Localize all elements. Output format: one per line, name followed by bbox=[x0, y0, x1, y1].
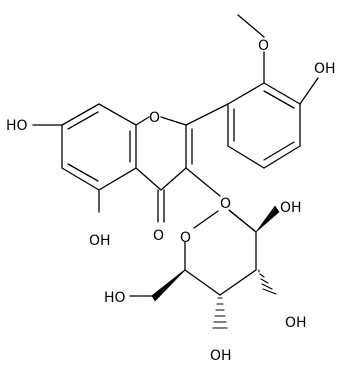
c-ring-bonds bbox=[135, 116, 193, 223]
sugar-ring-bonds bbox=[129, 210, 257, 297]
hydroxy-sugar-c2-label: OH bbox=[280, 200, 302, 216]
hydroxy-c5-label: OH bbox=[89, 233, 111, 249]
hydroxy-sugar-c4-label: OH bbox=[210, 348, 232, 364]
b-ring-bonds bbox=[185, 82, 301, 169]
substituent-bonds bbox=[32, 14, 319, 233]
hydroxy-sugar-c6-label: HO bbox=[104, 290, 126, 306]
ring-oxygen-sugar-label: O bbox=[180, 230, 191, 246]
hydroxy-sugar-c3-label: OH bbox=[285, 315, 307, 331]
glycosidic-oxygen-label: O bbox=[220, 196, 231, 212]
atom-labels: O O HO OH O OH O O OH OH OH HO bbox=[6, 38, 336, 364]
carbonyl-oxygen-label: O bbox=[153, 228, 164, 244]
methoxy-oxygen-label: O bbox=[258, 38, 269, 54]
ring-oxygen-chromone-label: O bbox=[149, 110, 160, 126]
stereo-bonds bbox=[151, 205, 280, 329]
hydroxy-c4p-label: OH bbox=[314, 61, 336, 77]
a-ring-bonds bbox=[61, 103, 137, 191]
hydroxy-c7-label: HO bbox=[6, 118, 28, 134]
